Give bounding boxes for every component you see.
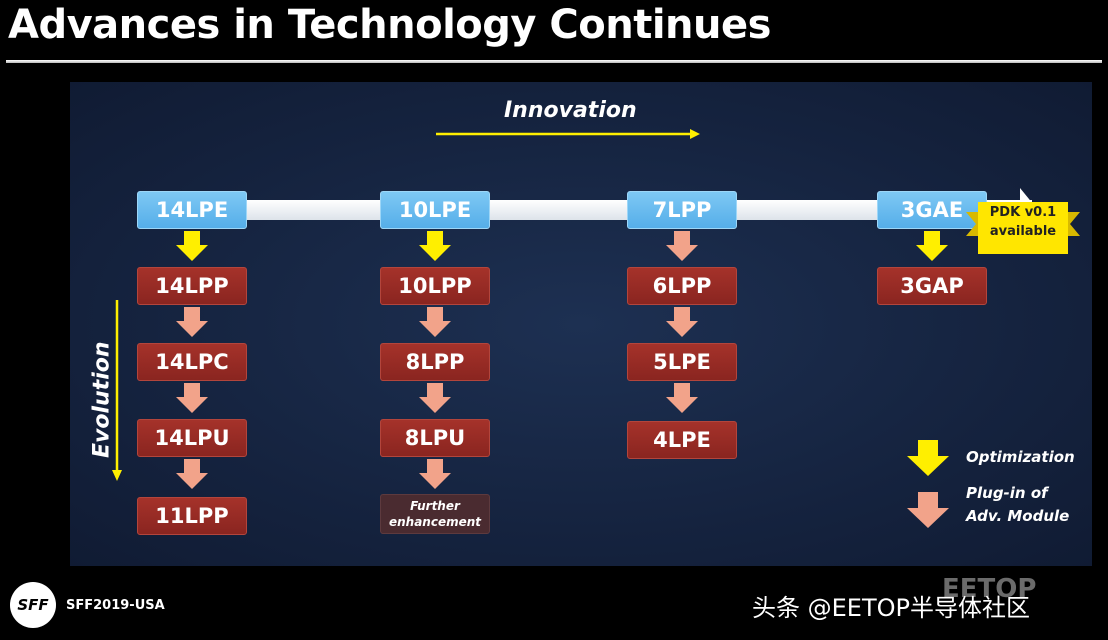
node-further-enhancement: Further enhancement [380,494,490,534]
node-10lpp: 10LPP [380,267,490,305]
node-11lpp: 11LPP [137,497,247,535]
plugin-arrow-icon [176,459,208,489]
node-10lpe: 10LPE [380,191,490,229]
evolution-arrow-icon [112,300,122,481]
legend-optimization-label: Optimization [966,448,1075,466]
node-14lpe: 14LPE [137,191,247,229]
watermark-text: 头条 @EETOP半导体社区 [752,594,1030,622]
node-8lpu: 8LPU [380,419,490,457]
event-label: SFF2019-USA [66,598,165,613]
optimization-arrow-icon [176,231,208,261]
optimization-arrow-icon [916,231,948,261]
pdk-badge-icon [966,202,1080,254]
node-8lpp: 8LPP [380,343,490,381]
plugin-arrow-icon [176,307,208,337]
node-4lpe: 4LPE [627,421,737,459]
legend-plugin-arrow-icon [907,492,949,528]
node-14lpc: 14LPC [137,343,247,381]
innovation-label: Innovation [504,98,637,123]
diagram-panel [70,82,1092,566]
plugin-arrow-icon [419,459,451,489]
plugin-arrow-icon [176,383,208,413]
plugin-arrow-icon [666,231,698,261]
sff-logo: SFF [10,582,56,628]
pdk-badge-line1: PDK v0.1 [989,205,1057,220]
watermark-background-text: EETOP [942,574,1037,604]
node-6lpp: 6LPP [627,267,737,305]
node-14lpu: 14LPU [137,419,247,457]
node-3gap: 3GAP [877,267,987,305]
plugin-arrow-icon [666,307,698,337]
slide-title: Advances in Technology Continues [8,2,771,48]
legend-plugin-line1: Plug-in of [966,484,1048,502]
innovation-arrow-icon [436,129,700,139]
pdk-badge-text: PDK v0.1 available [976,204,1070,242]
legend-plugin-line2: Adv. Module [966,507,1070,526]
node-5lpe: 5LPE [627,343,737,381]
pdk-badge-line2: available [989,223,1057,239]
legend-plugin-label: Plug-in of Adv. Module [966,482,1069,529]
evolution-label: Evolution [89,341,115,459]
optimization-arrow-icon [419,231,451,261]
node-3gae: 3GAE [877,191,987,229]
node-14lpp: 14LPP [137,267,247,305]
plugin-arrow-icon [419,383,451,413]
plugin-arrow-icon [419,307,451,337]
node-7lpp: 7LPP [627,191,737,229]
plugin-arrow-icon [666,383,698,413]
legend-optimization-arrow-icon [907,440,949,476]
title-divider [6,60,1102,63]
